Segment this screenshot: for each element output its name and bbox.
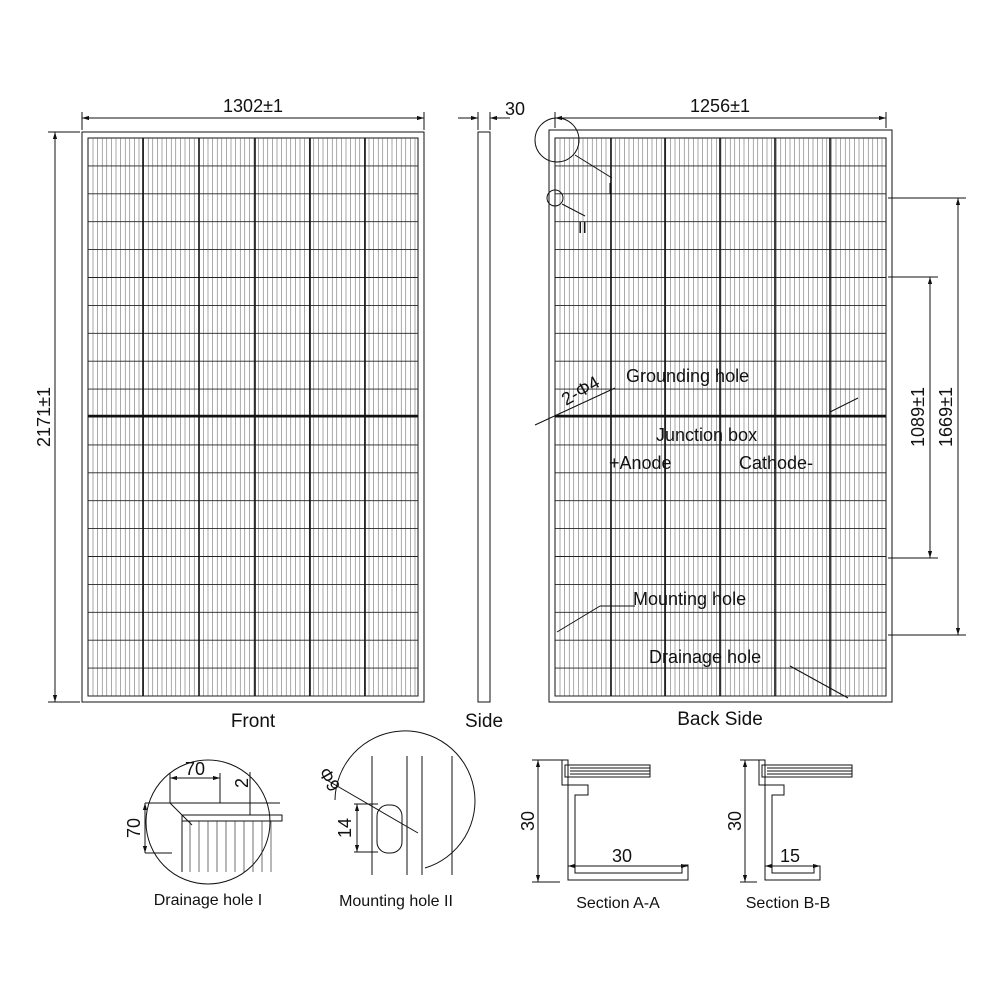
drainage-label: Drainage hole (649, 647, 761, 667)
section-b: 30 15 Section B-B (725, 759, 853, 912)
detail-i-circle (534, 117, 580, 163)
mounting-detail: 14 Φ9 Mounting hole II (315, 730, 476, 910)
section-a-width-label: 30 (612, 846, 632, 866)
mounting-detail-title: Mounting hole II (339, 893, 453, 910)
drain-width-label: 70 (185, 759, 205, 779)
mount-spacing-label: 1089±1 (908, 387, 928, 447)
section-b-title: Section B-B (746, 895, 830, 912)
section-a: 30 30 Section A-A (518, 759, 689, 912)
thickness-label: 30 (505, 99, 525, 119)
mount-diameter-label: Φ9 (315, 764, 345, 795)
side-view: 30 (458, 99, 525, 703)
mount-length-label: 14 (335, 818, 355, 838)
detail-i-label: I (608, 181, 612, 198)
section-b-height-label: 30 (725, 811, 745, 831)
height-label: 2171±1 (34, 387, 54, 447)
section-b-width-label: 15 (780, 846, 800, 866)
drain-gap-label: 2 (232, 778, 252, 788)
drain-height-label: 70 (124, 818, 144, 838)
grounding-label: Grounding hole (626, 366, 749, 386)
width-label: 1302±1 (223, 96, 283, 116)
side-title: Side (465, 711, 503, 732)
width-dimension: 1302±1 (81, 96, 425, 130)
cathode-label: Cathode- (739, 453, 813, 473)
front-title: Front (231, 711, 276, 732)
drainage-detail: 70 70 2 Drainage hole I (124, 759, 283, 909)
ground-spacing-dimension: 1669±1 (888, 197, 966, 636)
mount-spacing-dimension: 1089±1 (888, 276, 938, 559)
drainage-detail-title: Drainage hole I (154, 892, 263, 909)
detail-ii-circle (546, 189, 564, 207)
front-view (81, 131, 425, 703)
section-a-title: Section A-A (576, 895, 660, 912)
height-dimension: 2171±1 (34, 131, 80, 703)
junction-box-label: Junction box (656, 425, 757, 445)
back-width-dimension: 1256±1 (554, 96, 887, 128)
detail-ii-label: II (578, 220, 587, 237)
back-width-label: 1256±1 (690, 96, 750, 116)
mounting-label: Mounting hole (633, 589, 746, 609)
ground-spacing-label: 1669±1 (936, 387, 956, 447)
back-title: Back Side (677, 709, 763, 730)
section-a-height-label: 30 (518, 811, 538, 831)
anode-label: +Anode (609, 453, 672, 473)
back-view: I II 2-Φ4 Grounding hole Junction box +A… (534, 117, 893, 703)
